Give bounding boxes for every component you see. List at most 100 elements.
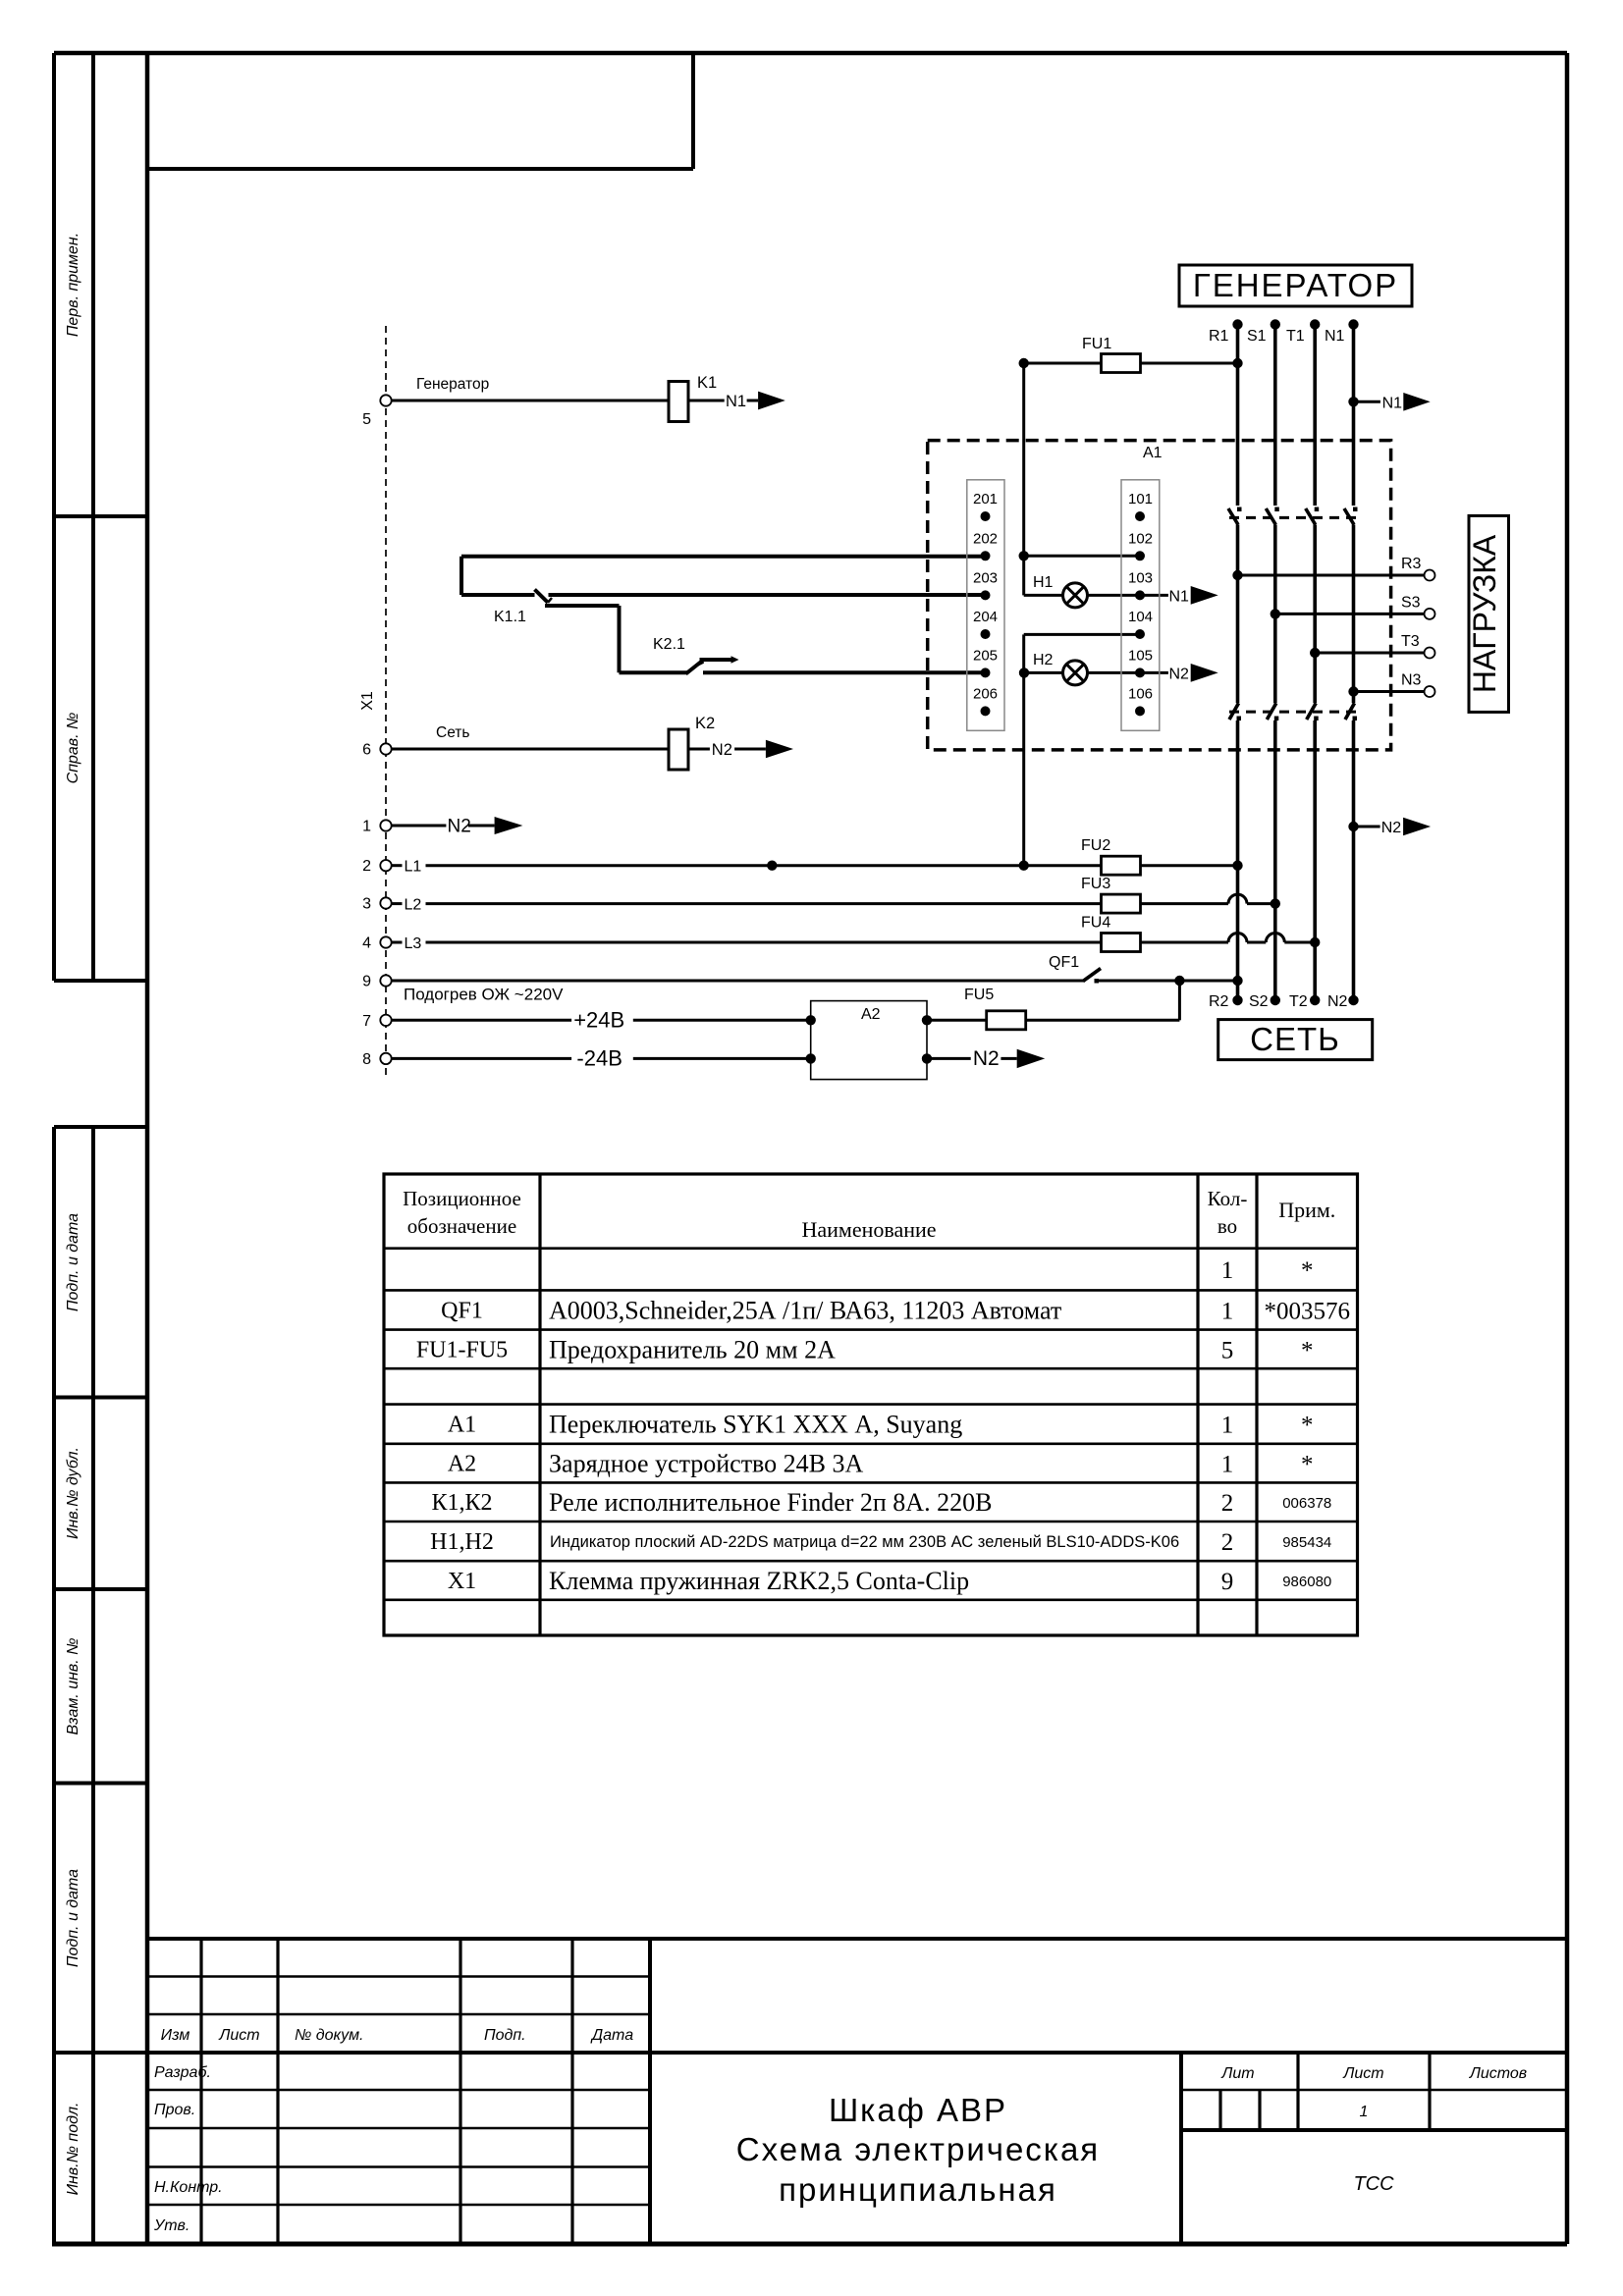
- svg-text:N1: N1: [1382, 395, 1403, 411]
- svg-text:принципиальная: принципиальная: [779, 2171, 1057, 2208]
- svg-text:FU1-FU5: FU1-FU5: [416, 1337, 508, 1362]
- svg-text:Подп. и дата: Подп. и дата: [65, 1213, 81, 1311]
- svg-text:2: 2: [1221, 1529, 1234, 1556]
- svg-text:206: 206: [973, 685, 998, 702]
- svg-text:А2: А2: [448, 1452, 476, 1477]
- svg-text:Дата: Дата: [590, 2027, 633, 2044]
- svg-text:Лист: Лист: [218, 2027, 259, 2044]
- svg-text:5: 5: [362, 411, 371, 428]
- svg-text:1: 1: [1221, 1452, 1234, 1478]
- svg-text:Разраб.: Разраб.: [154, 2064, 211, 2081]
- svg-text:A2: A2: [861, 1006, 881, 1023]
- svg-text:Подп.: Подп.: [484, 2027, 526, 2044]
- svg-text:FU1: FU1: [1082, 336, 1111, 352]
- svg-text:S3: S3: [1401, 594, 1421, 611]
- svg-text:S1: S1: [1247, 328, 1267, 345]
- svg-text:L1: L1: [405, 859, 422, 876]
- svg-text:9: 9: [1221, 1569, 1234, 1595]
- svg-text:H2: H2: [1033, 652, 1054, 668]
- svg-text:Реле исполнительное Finder 2п: Реле исполнительное Finder 2п 8А. 220В: [549, 1488, 992, 1517]
- svg-text:X1: X1: [359, 691, 376, 711]
- svg-text:НАГРУЗКА: НАГРУЗКА: [1467, 534, 1502, 693]
- svg-text:Х1: Х1: [448, 1569, 476, 1594]
- svg-text:N2: N2: [1169, 666, 1190, 682]
- svg-text:Лит: Лит: [1220, 2065, 1254, 2082]
- svg-text:202: 202: [973, 530, 998, 547]
- svg-text:СЕТЬ: СЕТЬ: [1250, 1021, 1340, 1057]
- svg-text:№ докум.: № докум.: [295, 2027, 363, 2044]
- svg-text:N1: N1: [726, 393, 746, 410]
- svg-text:Позиционное: Позиционное: [403, 1187, 521, 1210]
- svg-text:Справ. №: Справ. №: [65, 713, 81, 784]
- svg-text:Наименование: Наименование: [801, 1217, 936, 1242]
- svg-text:Утв.: Утв.: [153, 2217, 189, 2234]
- svg-text:R3: R3: [1401, 556, 1422, 572]
- svg-text:N2: N2: [973, 1047, 1000, 1070]
- svg-text:Лист: Лист: [1342, 2065, 1383, 2082]
- svg-text:1: 1: [1360, 2104, 1369, 2120]
- svg-text:102: 102: [1128, 530, 1153, 547]
- svg-text:S2: S2: [1249, 993, 1269, 1010]
- svg-text:Генератор: Генератор: [416, 376, 489, 393]
- svg-text:*003576: *003576: [1265, 1299, 1351, 1325]
- svg-text:ТСС: ТСС: [1353, 2173, 1394, 2195]
- svg-text:ГЕНЕРАТОР: ГЕНЕРАТОР: [1193, 267, 1398, 303]
- svg-text:Взам. инв. №: Взам. инв. №: [65, 1638, 81, 1735]
- svg-text:Изм: Изм: [161, 2027, 190, 2044]
- svg-text:Инв.№ подл.: Инв.№ подл.: [65, 2103, 81, 2196]
- svg-text:Инв.№ дубл.: Инв.№ дубл.: [65, 1447, 81, 1539]
- svg-text:A1: A1: [1143, 445, 1163, 461]
- svg-text:Н1,Н2: Н1,Н2: [430, 1529, 494, 1555]
- svg-text:К1,К2: К1,К2: [431, 1490, 492, 1516]
- svg-text:Переключатель SYK1 XXX А, Suya: Переключатель SYK1 XXX А, Suyang: [549, 1411, 962, 1439]
- svg-text:Перв. примен.: Перв. примен.: [65, 233, 81, 337]
- svg-text:Пров.: Пров.: [154, 2102, 195, 2118]
- svg-text:Схема электрическая: Схема электрическая: [736, 2131, 1100, 2167]
- svg-text:1: 1: [362, 819, 371, 835]
- svg-text:Кол-: Кол-: [1208, 1187, 1248, 1210]
- svg-text:K2: K2: [695, 715, 715, 732]
- svg-text:006378: 006378: [1282, 1495, 1331, 1512]
- svg-text:8: 8: [362, 1051, 371, 1068]
- svg-text:T1: T1: [1286, 328, 1305, 345]
- svg-text:K1.1: K1.1: [494, 609, 526, 625]
- svg-text:L2: L2: [405, 897, 422, 914]
- svg-text:H1: H1: [1033, 574, 1054, 591]
- svg-text:Сеть: Сеть: [436, 724, 469, 741]
- svg-text:*: *: [1301, 1257, 1314, 1284]
- svg-text:Подп. и дата: Подп. и дата: [65, 1869, 81, 1967]
- svg-text:Листов: Листов: [1469, 2065, 1527, 2082]
- svg-text:FU5: FU5: [964, 987, 994, 1003]
- svg-text:N3: N3: [1401, 672, 1422, 689]
- svg-text:1: 1: [1221, 1299, 1234, 1325]
- svg-text:101: 101: [1128, 491, 1153, 507]
- svg-text:986080: 986080: [1282, 1574, 1331, 1590]
- svg-text:Клемма пружинная ZRK2,5 Conta-: Клемма пружинная ZRK2,5 Conta-Clip: [549, 1567, 969, 1595]
- svg-text:N2: N2: [1327, 993, 1348, 1010]
- svg-text:FU2: FU2: [1081, 837, 1110, 854]
- svg-text:обозначение: обозначение: [407, 1214, 516, 1238]
- svg-text:R2: R2: [1209, 993, 1229, 1010]
- svg-text:QF1: QF1: [1049, 954, 1079, 971]
- svg-text:QF1: QF1: [441, 1299, 483, 1324]
- svg-text:Зарядное устройство 24В 3А: Зарядное устройство 24В 3А: [549, 1450, 864, 1478]
- svg-text:104: 104: [1128, 609, 1153, 625]
- svg-text:4: 4: [362, 935, 371, 952]
- svg-text:N2: N2: [712, 741, 732, 759]
- svg-text:*: *: [1301, 1452, 1314, 1478]
- svg-text:FU4: FU4: [1081, 915, 1110, 932]
- svg-text:106: 106: [1128, 685, 1153, 702]
- svg-text:105: 105: [1128, 647, 1153, 664]
- svg-text:K1: K1: [697, 374, 717, 392]
- svg-text:203: 203: [973, 569, 998, 586]
- svg-text:985434: 985434: [1282, 1534, 1331, 1551]
- svg-text:во: во: [1217, 1214, 1237, 1238]
- svg-text:5: 5: [1221, 1337, 1234, 1363]
- svg-text:Индикатор плоский AD-22DS матр: Индикатор плоский AD-22DS матрица d=22 м…: [550, 1533, 1179, 1551]
- svg-text:Прим.: Прим.: [1278, 1198, 1335, 1222]
- svg-text:K2.1: K2.1: [653, 636, 685, 653]
- svg-text:N2: N2: [1381, 820, 1402, 836]
- svg-text:-24В: -24В: [576, 1045, 622, 1070]
- svg-text:*: *: [1301, 1337, 1314, 1363]
- svg-text:6: 6: [362, 742, 371, 759]
